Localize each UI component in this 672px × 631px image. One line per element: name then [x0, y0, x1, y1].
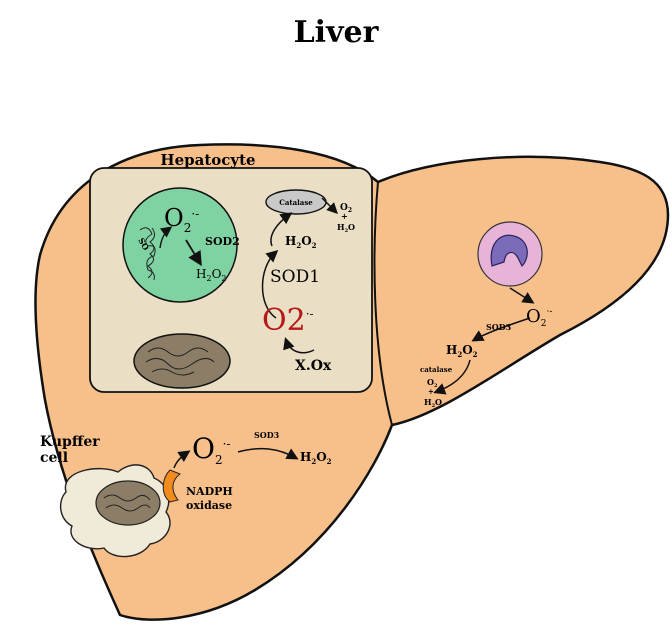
kupffer-label: Kupffer: [40, 434, 100, 450]
catalase-right-label: catalase: [420, 365, 453, 374]
nadph-label: NADPH: [186, 485, 233, 498]
sod3-right-label: SOD3: [486, 322, 512, 332]
sod1-label: SOD1: [270, 267, 320, 287]
kupffer-nucleus: [96, 481, 160, 525]
kupffer-cell-label: cell: [40, 450, 68, 466]
xox-label: X.Ox: [295, 358, 332, 374]
oxidase-label: oxidase: [186, 499, 232, 512]
top-plus: +: [341, 211, 348, 221]
right-plus: +: [428, 387, 434, 396]
catalase-label: Catalase: [279, 198, 313, 207]
sod2-label: SOD2: [205, 235, 240, 248]
sod3-bottom-label: SOD3: [254, 430, 280, 440]
neutrophil: [478, 222, 542, 286]
hepatocyte-label: Hepatocyte: [160, 151, 255, 169]
diagram-title: Liver: [294, 15, 380, 50]
